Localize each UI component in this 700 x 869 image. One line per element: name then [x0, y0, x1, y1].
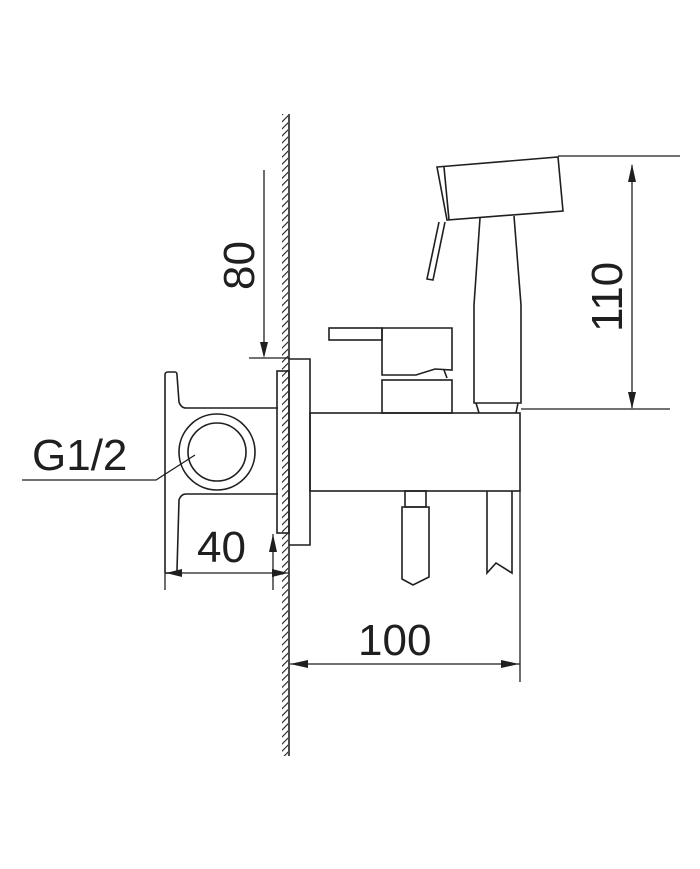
- wall: [282, 114, 290, 756]
- dim-100-label: 100: [358, 616, 431, 665]
- dim-40-label: 40: [197, 523, 246, 572]
- dimension-80: 80: [215, 170, 289, 359]
- dim-110-label: 110: [583, 262, 632, 332]
- dimension-40: 40: [164, 523, 289, 590]
- hand-sprayer: [426, 156, 564, 414]
- dimension-110: 110: [521, 155, 680, 410]
- valve-body: [309, 327, 521, 586]
- dim-80-label: 80: [215, 241, 264, 290]
- dimension-100: 100: [290, 491, 521, 682]
- thread-label: G1/2: [32, 431, 127, 480]
- thread-callout: G1/2: [22, 431, 196, 481]
